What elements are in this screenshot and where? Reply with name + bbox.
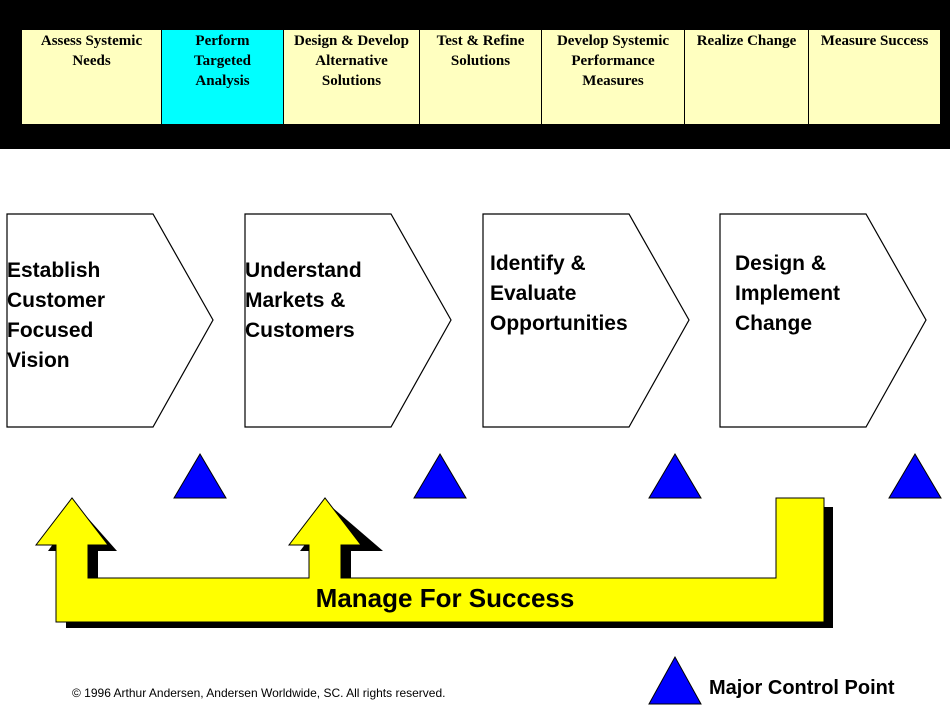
process-step-line: Solutions — [450, 53, 511, 69]
legend-control-point-icon — [648, 655, 702, 705]
phase-label-line: Opportunities — [490, 312, 628, 335]
process-step-line: Analysis — [195, 73, 250, 89]
process-step-line: Test & Refine — [436, 33, 525, 49]
phase-label-line: Vision — [7, 349, 70, 372]
phase-chevron-2 — [244, 213, 452, 428]
process-step-line: Realize Change — [696, 33, 797, 49]
phase-label-line: Customer — [7, 289, 106, 312]
phase-chevron-4 — [719, 213, 927, 428]
process-step-line: Measure Success — [820, 33, 929, 49]
manage-for-success-label: Manage For Success — [315, 583, 575, 613]
phase-label-line: Identify & — [490, 252, 586, 275]
control-point-icon-3 — [648, 453, 702, 499]
phase-label-line: Design & — [735, 252, 827, 275]
phase-label-line: Customers — [245, 319, 355, 342]
copyright-notice: © 1996 Arthur Andersen, Andersen Worldwi… — [72, 686, 446, 700]
process-step-line: Needs — [72, 53, 111, 69]
phase-label-line: Establish — [7, 259, 101, 282]
process-step-line: Solutions — [321, 73, 382, 89]
legend-label: Major Control Point — [709, 677, 895, 699]
phase-label-line: Implement — [735, 282, 841, 305]
phase-chevron-3 — [482, 213, 690, 428]
control-point-icon-4 — [888, 453, 942, 499]
process-step-line: Perform — [195, 33, 250, 49]
process-step-line: Design & Develop — [294, 33, 409, 49]
process-step-line: Measures — [582, 73, 644, 89]
phase-label-line: Change — [735, 312, 813, 335]
process-step-7: Measure Success — [808, 29, 941, 125]
phase-chevron-1 — [6, 213, 214, 428]
control-point-icon-1 — [173, 453, 227, 499]
process-step-6: Realize Change — [684, 29, 809, 125]
process-step-line: Alternative — [315, 53, 388, 69]
control-point-icon-2 — [413, 453, 467, 499]
process-step-line: Develop Systemic — [556, 33, 670, 49]
process-step-line: Assess Systemic — [40, 33, 143, 49]
process-step-line: Performance — [571, 53, 655, 69]
manage-arrow — [34, 497, 825, 623]
phase-label-line: Focused — [7, 319, 94, 342]
phase-label-line: Evaluate — [490, 282, 577, 305]
process-step-line: Targeted — [194, 53, 251, 69]
phase-label-line: Understand — [245, 259, 362, 282]
phase-label-line: Markets & — [245, 289, 346, 312]
